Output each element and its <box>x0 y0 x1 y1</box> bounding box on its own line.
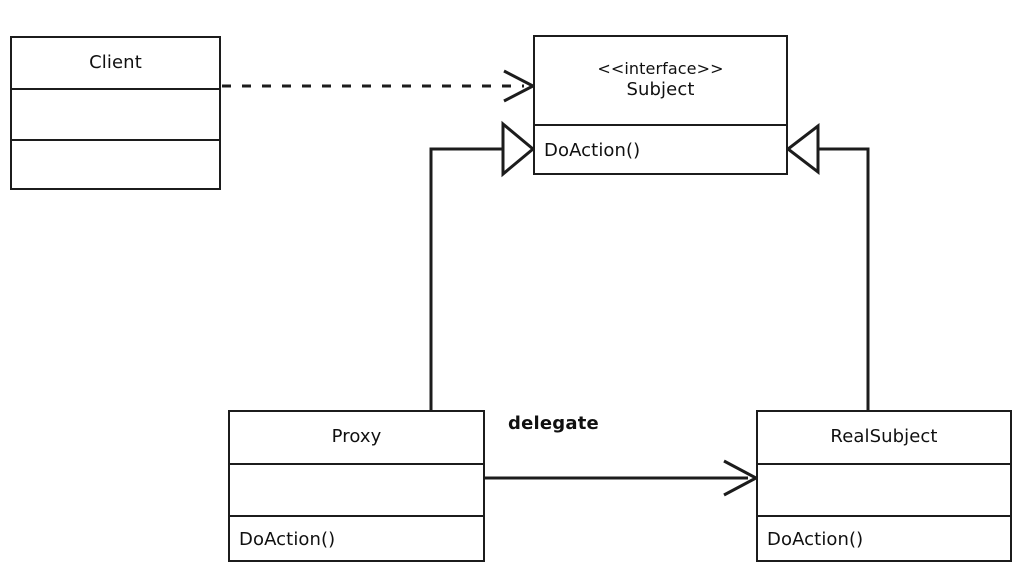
connector-realsubject-implements-subject <box>785 122 870 410</box>
realization-line-right <box>818 147 870 410</box>
class-name-label: Subject <box>626 79 695 101</box>
uml-class-client[interactable]: Client <box>10 36 221 190</box>
class-attributes-compartment <box>12 88 219 139</box>
operation-label: DoAction() <box>544 140 641 161</box>
hollow-triangle-arrowhead-icon <box>785 122 820 176</box>
realization-line-left <box>429 147 503 410</box>
operation-label: DoAction() <box>239 529 336 550</box>
class-operations-compartment: DoAction() <box>535 124 786 175</box>
class-attributes-compartment <box>230 463 483 515</box>
uml-class-proxy[interactable]: Proxy DoAction() <box>228 410 485 562</box>
association-label-delegate: delegate <box>508 413 599 434</box>
class-operations-compartment <box>12 139 219 190</box>
class-operations-compartment: DoAction() <box>758 515 1010 562</box>
class-stereotype-label: <<interface>> <box>597 59 724 79</box>
class-operations-compartment: DoAction() <box>230 515 483 562</box>
operation-label: DoAction() <box>767 529 864 550</box>
class-name-compartment: RealSubject <box>758 412 1010 463</box>
class-name-compartment: Client <box>12 38 219 88</box>
uml-class-realsubject[interactable]: RealSubject DoAction() <box>756 410 1012 562</box>
connector-proxy-implements-subject <box>429 120 536 410</box>
class-name-label: Proxy <box>331 426 382 448</box>
class-name-label: Client <box>89 51 142 73</box>
connector-client-uses-subject <box>222 69 537 103</box>
connector-proxy-delegates-realsubject <box>485 459 760 497</box>
class-name-compartment: Proxy <box>230 412 483 463</box>
uml-class-subject[interactable]: <<interface>> Subject DoAction() <box>533 35 788 175</box>
class-attributes-compartment <box>758 463 1010 515</box>
class-name-label: RealSubject <box>830 426 938 448</box>
hollow-triangle-arrowhead-icon <box>501 120 536 178</box>
class-name-compartment: <<interface>> Subject <box>535 37 786 124</box>
